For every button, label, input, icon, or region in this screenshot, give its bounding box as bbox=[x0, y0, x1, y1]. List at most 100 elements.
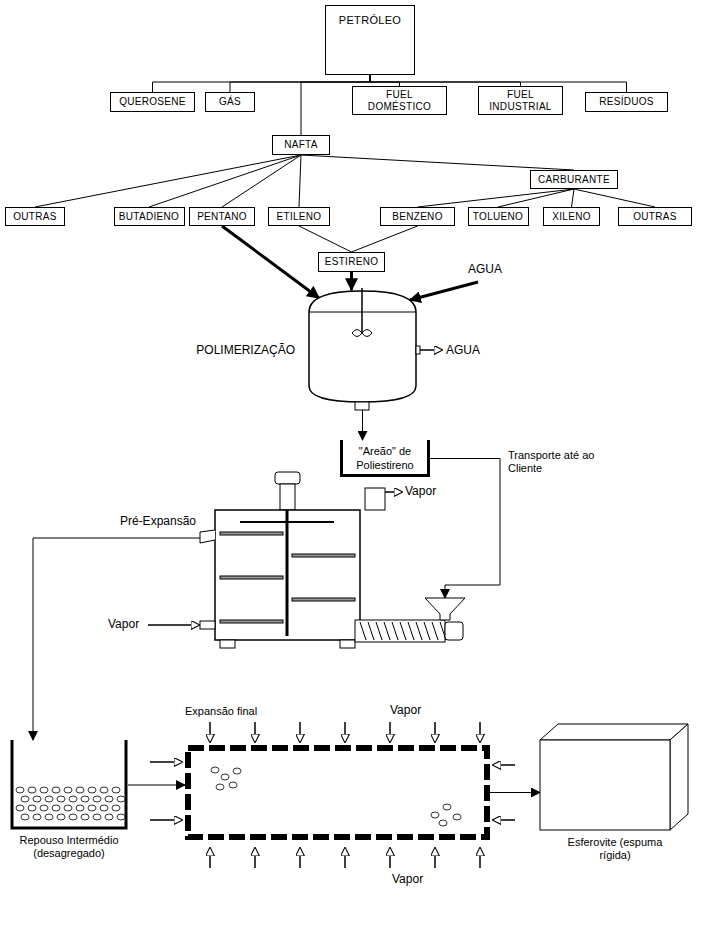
bead bbox=[233, 768, 241, 774]
node-label: Repouso Intermédio (desagregado) bbox=[10, 834, 128, 860]
steam-arrow bbox=[493, 819, 515, 821]
bead bbox=[216, 784, 224, 790]
bead bbox=[40, 787, 48, 793]
node-label: OUTRAS bbox=[633, 211, 676, 223]
bead bbox=[431, 812, 439, 818]
process-box: CARBURANTE bbox=[530, 170, 618, 189]
bead bbox=[105, 814, 113, 820]
screw-thread bbox=[392, 622, 398, 640]
bead bbox=[93, 814, 101, 820]
process-box: OUTRAS bbox=[5, 207, 65, 226]
screw-thread bbox=[400, 622, 406, 640]
steam-outlet-arrow bbox=[385, 491, 402, 493]
connector-line bbox=[572, 189, 575, 207]
steam-arrow bbox=[434, 722, 436, 742]
bead bbox=[93, 796, 101, 802]
shelf bbox=[220, 532, 283, 535]
bead bbox=[21, 796, 29, 802]
bead bbox=[81, 814, 89, 820]
water-outlet-arrow bbox=[420, 349, 442, 351]
node-label: BENZENO bbox=[392, 211, 442, 223]
bead bbox=[117, 796, 125, 802]
process-box: XILENO bbox=[543, 207, 600, 226]
bead bbox=[221, 774, 229, 780]
polymerization-reactor-outline bbox=[305, 288, 420, 410]
node-label: Esferovite (espuma rígida) bbox=[560, 836, 670, 862]
connector-line bbox=[35, 155, 301, 207]
node-label: PETRÓLEO bbox=[339, 14, 401, 27]
flow-arrow bbox=[33, 538, 200, 740]
flow-arrow bbox=[222, 226, 319, 298]
process-box: NAFTA bbox=[272, 135, 330, 155]
steam-arrow bbox=[493, 764, 515, 766]
bead bbox=[28, 805, 36, 811]
connector-line bbox=[299, 155, 301, 207]
steam-arrow bbox=[254, 848, 256, 868]
steam-arrow bbox=[209, 848, 211, 868]
bead bbox=[45, 814, 53, 820]
bead bbox=[64, 805, 72, 811]
bead bbox=[211, 767, 219, 773]
bead bbox=[453, 814, 461, 820]
edge-label: Transporte até ao Cliente bbox=[508, 449, 603, 475]
process-box: ETILENO bbox=[268, 207, 330, 226]
node-label: QUEROSENE bbox=[119, 96, 186, 108]
flow-arrow bbox=[128, 785, 185, 786]
bead bbox=[69, 796, 77, 802]
expansion-mold-outline bbox=[185, 745, 490, 840]
screw-conveyor bbox=[355, 620, 445, 642]
connector-line bbox=[301, 155, 574, 170]
node-label: CARBURANTE bbox=[538, 174, 610, 186]
node-label: OUTRAS bbox=[13, 211, 56, 223]
process-box: BUTADIENO bbox=[114, 207, 185, 226]
process-box: QUEROSENE bbox=[110, 92, 195, 112]
process-box: GÁS bbox=[205, 92, 255, 112]
node-label: XILENO bbox=[552, 211, 590, 223]
steam-inlet-arrow bbox=[148, 624, 199, 626]
bead bbox=[69, 814, 77, 820]
screw-thread bbox=[376, 622, 382, 640]
bead bbox=[88, 805, 96, 811]
storage-tray: "Areão" de Poliestireno bbox=[340, 440, 430, 477]
bead bbox=[100, 805, 108, 811]
process-box: BENZENO bbox=[380, 207, 455, 226]
steam-arrow bbox=[254, 722, 256, 742]
resting-silo-outline bbox=[10, 740, 128, 830]
bead bbox=[57, 814, 65, 820]
bead bbox=[52, 805, 60, 811]
connector-line bbox=[299, 226, 352, 252]
agitator-shaft bbox=[286, 510, 289, 636]
flow-label: Vapor bbox=[405, 484, 436, 498]
connector-line bbox=[153, 75, 371, 92]
steam-arrow bbox=[209, 722, 211, 742]
steam-arrow bbox=[344, 848, 346, 868]
process-box: TOLUENO bbox=[468, 207, 529, 226]
bead bbox=[88, 787, 96, 793]
motor-housing bbox=[280, 484, 295, 510]
process-box: ESTIRENO bbox=[318, 252, 385, 272]
screw-thread bbox=[408, 622, 414, 640]
shelf bbox=[292, 598, 355, 601]
steam-arrow bbox=[299, 722, 301, 742]
connector-line bbox=[230, 75, 370, 92]
node-label: BUTADIENO bbox=[119, 211, 179, 223]
bead bbox=[16, 787, 24, 793]
connector-line bbox=[370, 75, 521, 86]
bead bbox=[112, 805, 120, 811]
node-label: Expansão final bbox=[185, 705, 345, 718]
flow-arrow bbox=[350, 272, 353, 290]
steam-arrow bbox=[389, 848, 391, 868]
foot bbox=[220, 640, 235, 648]
water-inlet-arrow bbox=[410, 282, 478, 300]
steam-pipe bbox=[200, 621, 215, 629]
block-front bbox=[540, 740, 670, 830]
bead bbox=[57, 796, 65, 802]
vessel bbox=[215, 510, 360, 640]
steam-arrow bbox=[389, 722, 391, 742]
steam-arrow bbox=[479, 722, 481, 742]
polymerization-reactor: POLIMERIZAÇÃO bbox=[305, 288, 420, 410]
bead bbox=[81, 796, 89, 802]
discharge-chute bbox=[200, 530, 215, 543]
shelf bbox=[292, 554, 355, 557]
node-label: ETILENO bbox=[277, 211, 322, 223]
